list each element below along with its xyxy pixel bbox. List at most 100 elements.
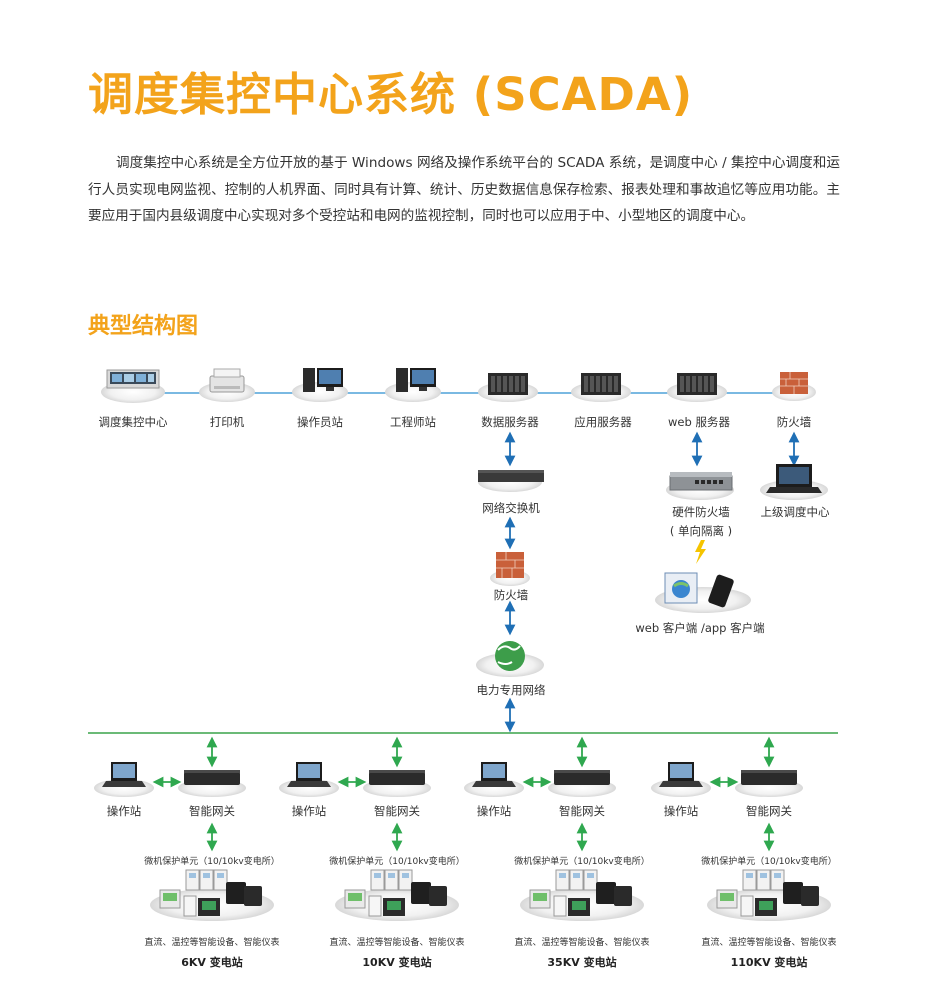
- relay-display: [573, 873, 580, 878]
- firewall-icon-middle: [496, 552, 524, 578]
- gateway-top: [184, 770, 240, 773]
- relay-display: [559, 873, 566, 878]
- label-dispatch-center: 调度集控中心: [98, 415, 168, 429]
- laptop-base: [102, 781, 146, 787]
- power-module-icon: [596, 882, 616, 904]
- label-station-name: 6KV 变电站: [181, 956, 243, 969]
- meter-display: [720, 893, 734, 901]
- relay-display: [774, 873, 781, 878]
- power-module-icon: [244, 886, 262, 906]
- label-smart-devices: 直流、温控等智能设备、智能仪表: [514, 938, 650, 948]
- smart-meter-display: [572, 901, 586, 910]
- label-web-server: web 服务器: [668, 415, 730, 429]
- workstation-icon-operator: [303, 368, 343, 392]
- label-smart-devices: 直流、温控等智能设备、智能仪表: [701, 938, 837, 948]
- controller-icon: [183, 895, 197, 917]
- power-module-icon: [429, 886, 447, 906]
- dispatch-screen-icon: [106, 369, 160, 389]
- relay-display: [374, 873, 381, 878]
- gateway-top: [741, 770, 797, 773]
- relay-display: [189, 873, 196, 878]
- smartphone-icon: [708, 574, 734, 608]
- workstation-icon-engineer: [396, 368, 436, 392]
- label-one-way-isolation: ( 单向隔离 ): [669, 524, 733, 538]
- controller-icon: [740, 895, 754, 917]
- lightning-icon: [695, 540, 706, 564]
- relay-display: [388, 873, 395, 878]
- label-network-switch: 网络交换机: [482, 501, 540, 515]
- gateway-top: [554, 770, 610, 773]
- power-module-icon: [783, 882, 803, 904]
- station-graphic-4: [651, 736, 831, 921]
- label-smart-devices: 直流、温控等智能设备、智能仪表: [329, 938, 465, 948]
- label-hardware-firewall: 硬件防火墙: [672, 505, 730, 519]
- smart-meter-display: [387, 901, 401, 910]
- label-firewall-top: 防火墙: [776, 415, 812, 429]
- label-gateway: 智能网关: [374, 804, 420, 818]
- gateway-top: [369, 770, 425, 773]
- label-protection-unit: 微机保护单元（10/10kv变电所）: [144, 857, 280, 867]
- server-icon-data: [488, 373, 528, 395]
- gateway-icon: [554, 772, 610, 785]
- smart-meter-display: [759, 901, 773, 910]
- label-operator: 操作站: [663, 804, 699, 818]
- page-title: 调度集控中心系统 (SCADA): [88, 68, 694, 121]
- relay-display: [402, 873, 409, 878]
- network-switch-icon: [478, 470, 544, 482]
- intro-paragraph: 调度集控中心系统是全方位开放的基于 Windows 网络及操作系统平台的 SCA…: [88, 155, 840, 224]
- meter-display: [533, 893, 547, 901]
- label-station-name: 110KV 变电站: [730, 956, 808, 969]
- relay-display: [587, 873, 594, 878]
- station-graphic-1: [94, 736, 274, 921]
- gateway-icon: [369, 772, 425, 785]
- laptop-base: [659, 781, 703, 787]
- power-module-icon: [614, 886, 632, 906]
- controller-icon: [368, 895, 382, 917]
- relay-display: [203, 873, 210, 878]
- power-module-icon: [226, 882, 246, 904]
- label-gateway: 智能网关: [189, 804, 235, 818]
- server-icon-app: [581, 373, 621, 395]
- globe-icon: [495, 641, 525, 671]
- label-protection-unit: 微机保护单元（10/10kv变电所）: [701, 857, 837, 867]
- printer-icon: [209, 368, 245, 393]
- meter-display: [163, 893, 177, 901]
- laptop-screen: [670, 764, 692, 778]
- label-firewall-middle: 防火墙: [493, 588, 529, 602]
- label-gateway: 智能网关: [746, 804, 792, 818]
- laptop-screen: [298, 764, 320, 778]
- label-engineer-station: 工程师站: [390, 415, 436, 429]
- relay-display: [746, 873, 753, 878]
- power-module-icon: [411, 882, 431, 904]
- controller-icon: [553, 895, 567, 917]
- label-station-name: 35KV 变电站: [547, 956, 617, 969]
- gateway-icon: [741, 772, 797, 785]
- laptop-icon-upper: [766, 464, 822, 493]
- label-operator: 操作站: [476, 804, 512, 818]
- label-operator: 操作站: [106, 804, 142, 818]
- laptop-screen: [113, 764, 135, 778]
- label-power-network: 电力专用网络: [476, 683, 546, 697]
- station-graphic-3: [464, 736, 644, 921]
- relay-display: [217, 873, 224, 878]
- laptop-base: [472, 781, 516, 787]
- relay-display: [760, 873, 767, 878]
- label-gateway: 智能网关: [559, 804, 605, 818]
- web-browser-icon: [664, 572, 698, 604]
- laptop-base: [287, 781, 331, 787]
- gateway-icon: [184, 772, 240, 785]
- firewall-icon-top: [780, 372, 808, 394]
- station-graphic-2: [279, 736, 459, 921]
- label-upper-dispatch: 上级调度中心: [760, 505, 830, 519]
- label-data-server: 数据服务器: [481, 415, 539, 429]
- label-app-server: 应用服务器: [574, 415, 632, 429]
- label-smart-devices: 直流、温控等智能设备、智能仪表: [144, 938, 280, 948]
- smart-meter-display: [202, 901, 216, 910]
- label-operator-station: 操作员站: [297, 415, 343, 429]
- label-station-name: 10KV 变电站: [362, 956, 432, 969]
- hardware-firewall-icon: [669, 472, 733, 491]
- label-printer: 打印机: [209, 415, 245, 429]
- power-module-icon: [801, 886, 819, 906]
- label-web-app-client: web 客户端 /app 客户端: [635, 621, 765, 635]
